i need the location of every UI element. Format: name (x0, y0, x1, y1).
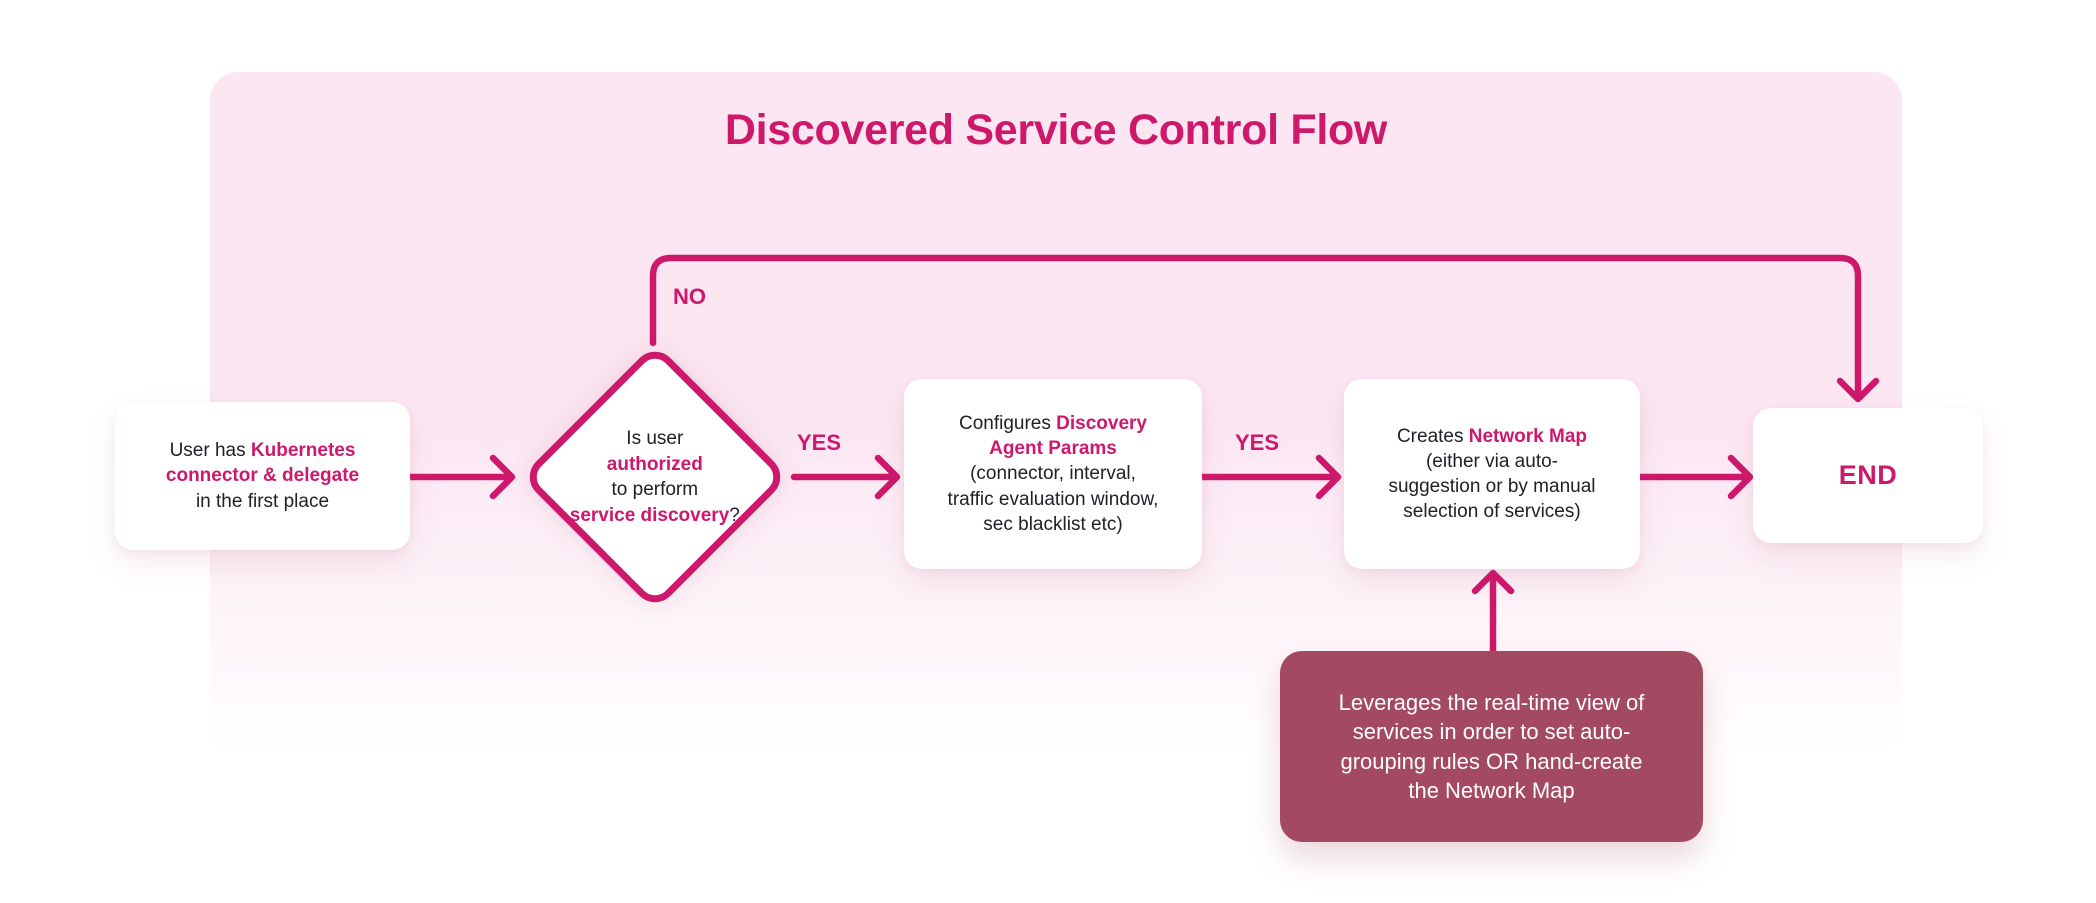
edge-decision-yes-to-configure (790, 454, 901, 500)
edge-start-to-decision (406, 454, 516, 500)
edge-label-no: NO (673, 284, 706, 309)
node-end-label: END (1838, 460, 1898, 490)
edge-label-yes-2: YES (1235, 430, 1280, 455)
edge-label-yes-1: YES (797, 430, 842, 455)
edge-configure-yes-to-create-map (1198, 454, 1342, 500)
node-create-map-text: Creates Network Map(either via auto-sugg… (1388, 425, 1596, 523)
edge-create-map-to-end (1636, 454, 1754, 500)
edge-decision-no-to-end (649, 254, 1880, 403)
node-end: END (1753, 408, 1983, 543)
node-create-network-map: Creates Network Map(either via auto-sugg… (1344, 379, 1640, 569)
edge-annotation-to-create-map (1471, 569, 1515, 655)
diagram-title: Discovered Service Control Flow (724, 106, 1388, 154)
